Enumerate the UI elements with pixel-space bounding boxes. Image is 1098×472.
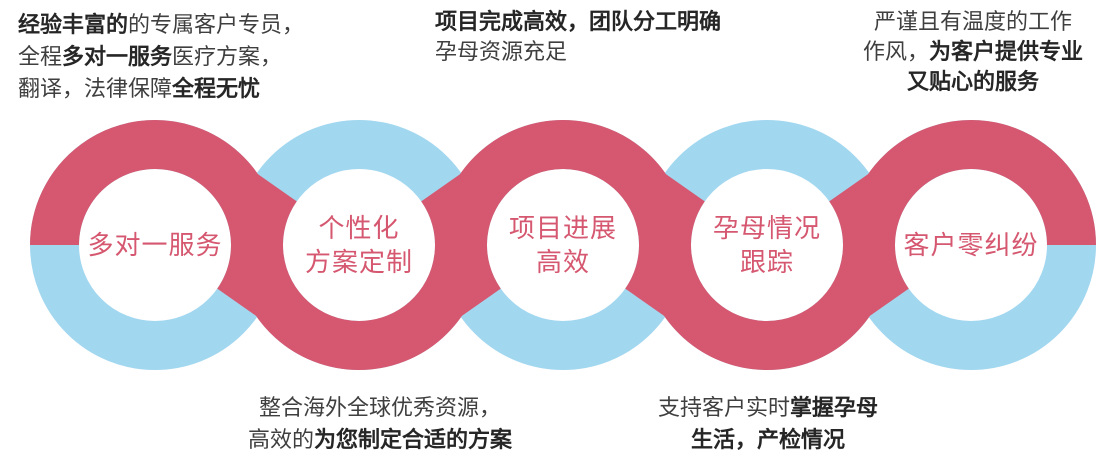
ring-label-surrogate-tracking: 孕母情况跟踪 [712,213,822,277]
note-bottom-left: 整合海外全球优秀资源，高效的为您制定合适的方案 [247,395,513,452]
ring-label-project-progress: 项目进展高效 [508,213,618,277]
ring-5-pink-arc [846,120,1096,317]
note-top-right: 严谨且有温度的工作作风，为客户提供专业又贴心的服务 [862,9,1084,94]
note-top-center: 项目完成高效，团队分工明确孕母资源充足 [435,9,722,64]
note-bottom-right: 支持客户实时掌握孕母生活，产检情况 [657,395,879,452]
note-top-left: 经验丰富的的专属客户专员，全程多对一服务医疗方案，翻译，法律保障全程无忧 [18,12,305,101]
ring-label-duo-service: 多对一服务 [87,230,223,260]
ring-label-custom-plan: 个性化方案定制 [304,213,414,277]
ring-label-zero-dispute: 客户零纠纷 [903,230,1039,260]
